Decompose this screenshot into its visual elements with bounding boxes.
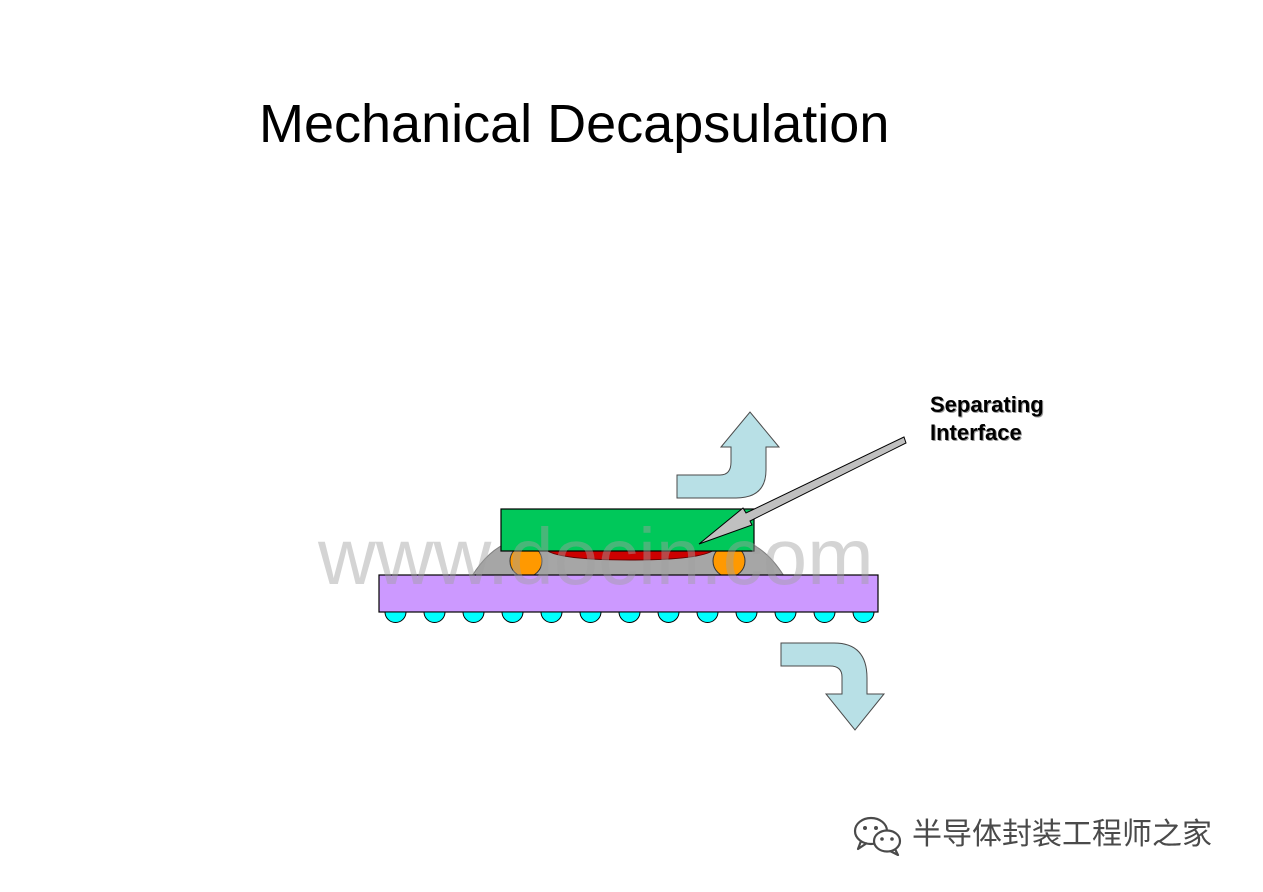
page-title: Mechanical Decapsulation [259, 94, 890, 154]
footer-account-name: 半导体封装工程师之家 [912, 817, 1212, 852]
bga-ball [618, 611, 641, 623]
bga-solder-balls [384, 611, 875, 623]
callout-label-line2: Interface [930, 420, 1022, 445]
bga-ball [696, 611, 719, 623]
wechat-icon [853, 816, 902, 856]
callout-label-line1: Separating [930, 392, 1044, 417]
bga-ball [423, 611, 446, 623]
substrate [378, 574, 879, 613]
bga-ball [735, 611, 758, 623]
bga-ball [813, 611, 836, 623]
lift-up-arrow-icon [676, 411, 781, 499]
bga-ball [657, 611, 680, 623]
footer-brand: 半导体封装工程师之家 [852, 812, 1212, 858]
die [500, 508, 755, 552]
callout-leader-arrow [698, 436, 907, 545]
bga-ball [852, 611, 875, 623]
bga-ball [462, 611, 485, 623]
bga-ball [540, 611, 563, 623]
bga-ball [384, 611, 407, 623]
bga-ball [579, 611, 602, 623]
separating-interface-layer [544, 549, 716, 561]
push-down-arrow-icon [780, 642, 886, 731]
bga-ball [501, 611, 524, 623]
callout-label: Separating Interface [930, 391, 1044, 447]
bga-ball [774, 611, 797, 623]
